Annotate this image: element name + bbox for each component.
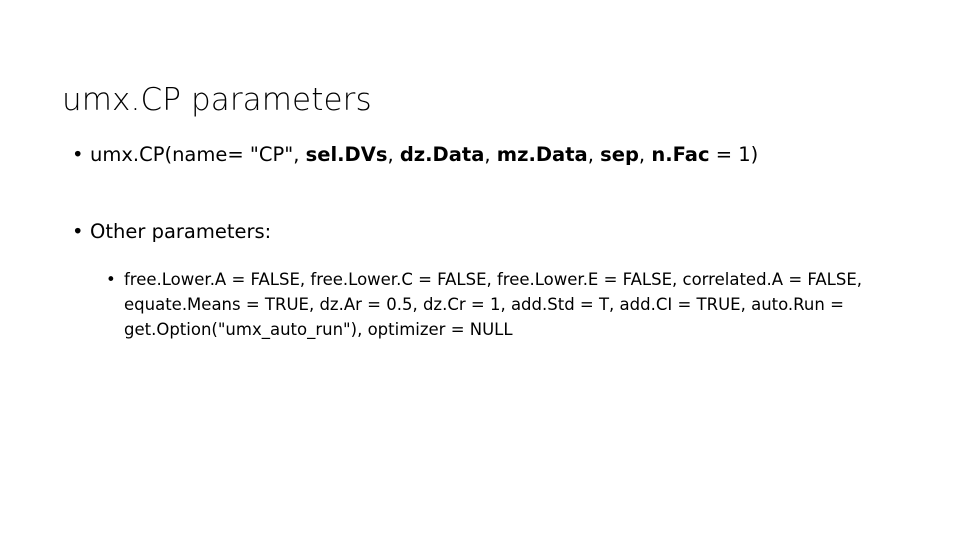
signature-bullet: • umx.CP(name= "CP", sel.DVs, dz.Data, m… <box>62 142 898 167</box>
signature-run-4: , <box>484 143 497 166</box>
other-parameters-bullet: • Other parameters: <box>62 219 898 244</box>
bullet-glyph-icon: • <box>72 143 84 166</box>
sub-bullet-glyph-icon: • <box>106 269 116 289</box>
page-title: umx.CP parameters <box>62 81 372 118</box>
other-parameters-label: Other parameters: <box>90 220 272 244</box>
other-parameters-detail: • free.Lower.A = FALSE, free.Lower.C = F… <box>62 267 898 342</box>
detail-line-1: free.Lower.A = FALSE, free.Lower.C = FAL… <box>124 269 808 289</box>
param-sep: sep <box>600 143 639 166</box>
signature-run-2: , <box>387 143 400 166</box>
signature-text: umx.CP(name= "CP", sel.DVs, dz.Data, mz.… <box>90 143 758 166</box>
param-dz-data: dz.Data <box>399 143 485 166</box>
body-spacer <box>62 255 898 267</box>
body-spacer <box>62 177 898 219</box>
param-sel-dvs: sel.DVs <box>305 143 388 166</box>
signature-run-8: , <box>638 143 652 166</box>
bullet-glyph-icon: • <box>72 220 84 244</box>
signature-run-0: umx.CP(name= "CP", <box>90 143 306 166</box>
param-n-fac: n.Fac <box>651 143 710 166</box>
detail-line-2: FALSE, equate.Means = TRUE, dz.Ar = 0.5,… <box>124 269 862 314</box>
param-mz-data: mz.Data <box>496 143 588 166</box>
slide-body: • umx.CP(name= "CP", sel.DVs, dz.Data, m… <box>62 142 898 342</box>
signature-run-10: = 1) <box>709 143 759 166</box>
signature-run-6: , <box>587 143 601 166</box>
detail-line-3: auto.Run = get.Option("umx_auto_run"), o… <box>124 294 844 339</box>
